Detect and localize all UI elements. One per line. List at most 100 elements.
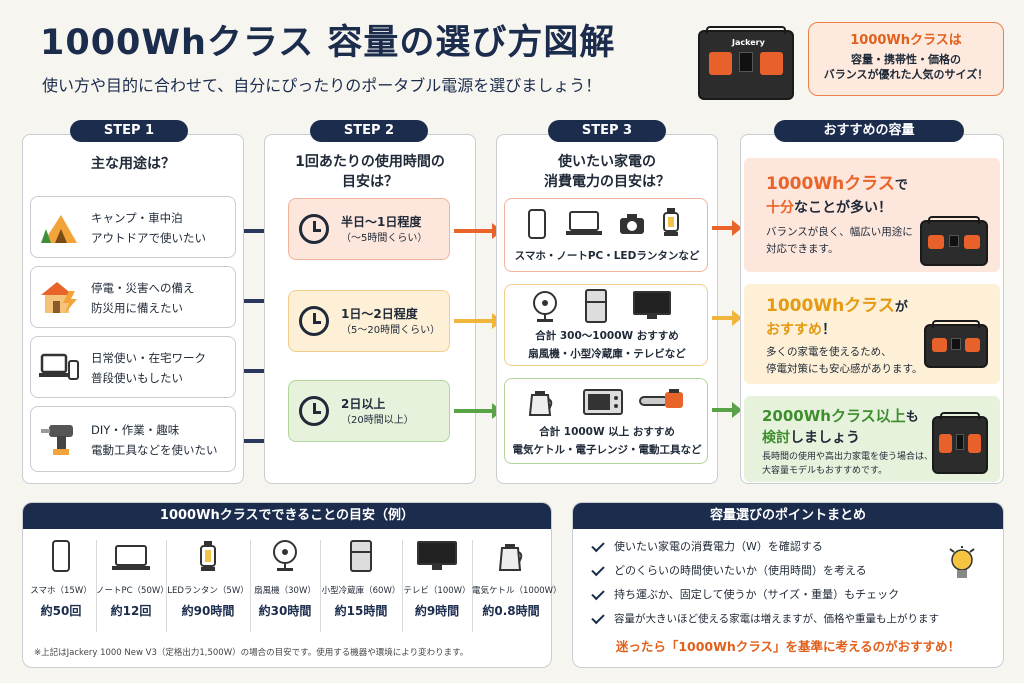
recommend-card[interactable]: 2000Whクラス以上も 検討しましょう 長時間の使用や高出力家電を使う場合は、… <box>744 396 1000 482</box>
recommend-card[interactable]: 1000Whクラスで 十分なことが多い！ バランスが良く、幅広い用途に 対応でき… <box>744 158 1000 272</box>
time-sub: （20時間以上） <box>341 415 414 426</box>
device-item: 扇風機（30W） 約30時間 <box>250 540 320 619</box>
fridge-icon <box>585 289 607 327</box>
summary-panel-title: 容量選びのポイントまとめ <box>573 503 1003 529</box>
summary-point: どのくらいの時間使いたいか（使用時間）を考える <box>614 564 867 577</box>
usecase-card[interactable]: キャンプ・車中泊 アウトドアで使いたい <box>30 196 236 258</box>
appliance-card[interactable]: スマホ・ノートPC・LEDランタンなど <box>504 198 708 272</box>
step1-tag: STEP 1 <box>70 120 188 142</box>
lantern-icon <box>198 540 218 572</box>
time-card[interactable]: 2日以上 （20時間以上） <box>288 380 450 442</box>
flow-arrow <box>244 433 274 449</box>
device-value: 約30時間 <box>258 604 312 618</box>
fan-icon <box>531 291 559 327</box>
recommend-desc1: 長時間の使用や高出力家電を使う場合は、 <box>762 452 934 462</box>
appliance-label: 扇風機・小型冷蔵庫・テレビなど <box>528 348 686 360</box>
laptop-phone-icon <box>39 349 79 385</box>
usecase-card[interactable]: 日常使い・在宅ワーク 普段使いもしたい <box>30 336 236 398</box>
device-value: 約12回 <box>110 604 152 618</box>
summary-point: 持ち運ぶか、固定して使うか（サイズ・重量）もチェック <box>614 588 900 601</box>
recommend-keyword: 十分 <box>766 200 794 216</box>
device-name: テレビ（100W） <box>403 586 471 596</box>
callout-heading: 1000Whクラスは <box>850 33 962 48</box>
usecase-line1: DIY・作業・趣味 <box>91 423 180 437</box>
power-station-image <box>932 412 988 474</box>
recommend-class: 2000Whクラス以上 <box>762 407 906 425</box>
smartphone-icon <box>51 540 71 572</box>
recommend-suffix: で <box>894 178 908 193</box>
step2-heading-line1: 1回あたりの使用時間の <box>295 154 445 170</box>
divider <box>402 540 403 632</box>
step2-tag: STEP 2 <box>310 120 428 142</box>
usecase-card[interactable]: DIY・作業・趣味 電動工具などを使いたい <box>30 406 236 472</box>
time-label: 2日以上 <box>341 397 386 411</box>
usecase-card[interactable]: 停電・災害への備え 防災用に備えたい <box>30 266 236 328</box>
usecase-line2: 普段使いもしたい <box>91 371 183 385</box>
device-name: ノートPC（50W） <box>96 586 169 596</box>
clock-icon <box>299 214 329 244</box>
device-value: 約50回 <box>40 604 82 618</box>
drill-icon <box>39 421 79 457</box>
flow-arrow <box>244 223 274 239</box>
device-item: スマホ（15W） 約50回 <box>26 540 96 619</box>
divider <box>320 540 321 632</box>
recommend-class: 1000Whクラス <box>766 296 895 316</box>
capacity-panel-title: 1000Whクラスでできることの目安（例） <box>23 503 551 529</box>
step1-heading: 主な用途は？ <box>91 156 175 172</box>
usecase-line1: 停電・災害への備え <box>91 281 195 295</box>
capacity-panel: 1000Whクラスでできることの目安（例） <box>22 502 552 668</box>
recommend-desc2: 停電対策にも安心感があります。 <box>766 363 923 375</box>
flow-arrow-orange <box>454 223 502 239</box>
callout-line1: 容量・携帯性・価格の <box>851 53 961 66</box>
power-station-image: Jackery <box>698 26 794 100</box>
recommend-class: 1000Whクラス <box>766 174 895 194</box>
device-value: 約90時間 <box>181 604 235 618</box>
device-item: 小型冷蔵庫（60W） 約15時間 <box>320 540 402 619</box>
recommend-keyword-suffix: しましょう <box>790 430 860 446</box>
tv-icon <box>417 540 457 572</box>
house-lightning-icon <box>39 279 79 315</box>
divider <box>96 540 97 632</box>
time-card[interactable]: 半日〜1日程度 （〜5時間くらい） <box>288 198 450 260</box>
device-value: 約0.8時間 <box>482 604 540 618</box>
flow-arrow <box>244 363 274 379</box>
recommend-desc2: 対応できます。 <box>766 243 839 255</box>
appliance-watt: 合計 300〜1000W おすすめ <box>535 330 679 342</box>
usecase-line1: 日常使い・在宅ワーク <box>91 351 206 365</box>
page-subtitle: 使い方や目的に合わせて、自分にぴったりのポータブル電源を選びましょう！ <box>42 76 602 95</box>
device-name: 扇風機（30W） <box>254 586 316 596</box>
usecase-line2: 防災用に備えたい <box>91 301 183 315</box>
device-item: 電気ケトル（1000W） 約0.8時間 <box>472 540 562 619</box>
fan-icon <box>271 540 299 572</box>
recommend-desc1: 多くの家電を使えるため、 <box>766 346 892 358</box>
device-name: LEDランタン（5W） <box>167 586 249 596</box>
appliance-watt: 合計 1000W 以上 おすすめ <box>539 426 675 438</box>
recommend-tag: おすすめの容量 <box>774 120 964 142</box>
device-value: 約9時間 <box>414 604 460 618</box>
smartphone-icon <box>527 209 547 243</box>
flow-arrow-green <box>454 403 502 419</box>
divider <box>166 540 167 632</box>
step3-heading-line2: 消費電力の目安は？ <box>544 174 670 190</box>
recommend-card[interactable]: 1000Whクラスが おすすめ！ 多くの家電を使えるため、 停電対策にも安心感が… <box>744 284 1000 384</box>
recommend-suffix: も <box>905 410 919 425</box>
clock-icon <box>299 396 329 426</box>
microwave-icon <box>583 389 623 419</box>
appliance-label: 電気ケトル・電子レンジ・電動工具など <box>512 444 702 456</box>
appliance-card[interactable]: 合計 1000W 以上 おすすめ 電気ケトル・電子レンジ・電動工具など <box>504 378 708 464</box>
laptop-icon <box>565 211 603 241</box>
usecase-line1: キャンプ・車中泊 <box>91 211 183 225</box>
device-name: 小型冷蔵庫（60W） <box>321 586 401 596</box>
device-item: テレビ（100W） 約9時間 <box>402 540 472 619</box>
time-card[interactable]: 1日〜2日程度 （5〜20時間くらい） <box>288 290 450 352</box>
usecase-line2: 電動工具などを使いたい <box>91 443 218 457</box>
power-station-image <box>924 320 988 368</box>
flow-arrow-green <box>712 402 742 418</box>
callout-line2: バランスが優れた人気のサイズ！ <box>823 68 989 81</box>
recommend-keyword-suffix: なことが多い！ <box>794 200 892 216</box>
recommend-desc2: 大容量モデルもおすすめです。 <box>762 466 888 476</box>
appliance-card[interactable]: 合計 300〜1000W おすすめ 扇風機・小型冷蔵庫・テレビなど <box>504 284 708 366</box>
device-item: LEDランタン（5W） 約90時間 <box>166 540 250 619</box>
fridge-icon <box>350 540 372 572</box>
divider <box>472 540 473 632</box>
